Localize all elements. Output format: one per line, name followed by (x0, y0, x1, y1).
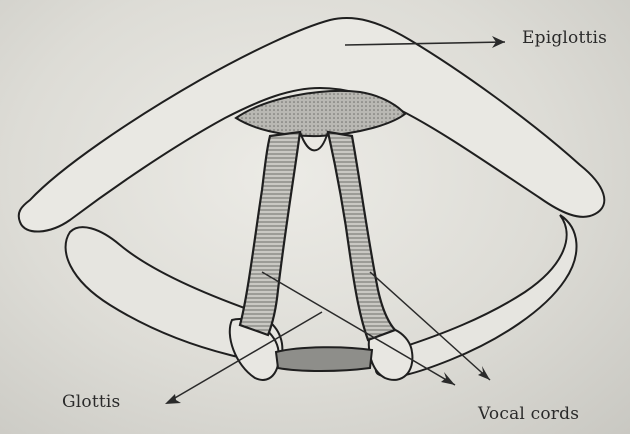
epiglottis-label: Epiglottis (522, 28, 607, 48)
glottis-label: Glottis (62, 392, 120, 412)
posterior-commissure (276, 347, 372, 371)
vocal-cords-label: Vocal cords (478, 404, 579, 424)
vocal-cords-shape (240, 132, 300, 335)
vocal-cords-shape-right (328, 132, 395, 340)
